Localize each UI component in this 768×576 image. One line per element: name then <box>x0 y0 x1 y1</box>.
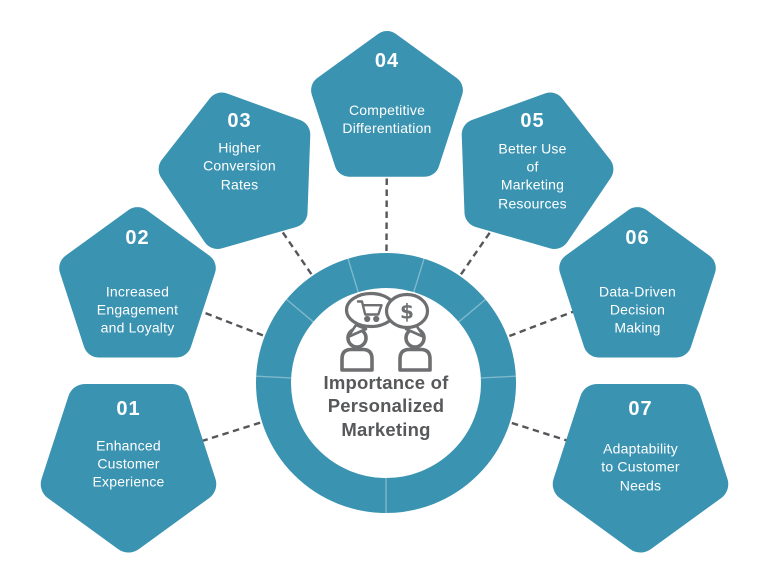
shopping-cart-icon <box>356 300 383 323</box>
center-ring <box>256 253 516 513</box>
node-number: 04 <box>374 49 400 72</box>
node-number: 05 <box>520 109 545 132</box>
pentagon-shape <box>461 92 614 249</box>
node-number: 01 <box>116 397 141 420</box>
pentagon-shape <box>552 383 729 553</box>
node-label: Competitive Differentiation <box>342 102 432 137</box>
node-number: 07 <box>628 397 653 420</box>
center-inner-disc <box>291 288 481 478</box>
node-label: Higher Conversion Rates <box>203 139 276 193</box>
node-07-adaptability-to-customer-needs: 07 Adaptability to Customer Needs <box>548 371 733 556</box>
node-label: Better Use of Marketing Resources <box>498 140 567 212</box>
pentagon-shape <box>311 31 463 177</box>
node-03-higher-conversion-rates: 03 Higher Conversion Rates <box>157 87 322 252</box>
person-right-icon <box>398 327 432 372</box>
node-06-data-driven-decision-making: 06 Data-Driven Decision Making <box>555 204 720 369</box>
node-number: 06 <box>625 226 650 249</box>
speech-bubble-dollar-icon: $ <box>384 292 430 339</box>
node-label: Data-Driven Decision Making <box>599 283 676 336</box>
node-02-increased-engagement-and-loyalty: 02 Increased Engagement and Loyalty <box>55 204 220 369</box>
node-01-enhanced-customer-experience: 01 Enhanced Customer Experience <box>36 371 221 556</box>
person-left-icon <box>340 327 374 372</box>
dollar-sign-glyph: $ <box>400 300 414 324</box>
node-label: Adaptability to Customer Needs <box>601 440 680 494</box>
pentagon-shape <box>40 383 217 553</box>
pentagon-shape <box>158 92 311 249</box>
node-label: Enhanced Customer Experience <box>92 437 165 490</box>
pentagon-shape <box>59 207 216 358</box>
pentagon-shape <box>559 207 716 358</box>
node-label: Increased Engagement and Loyalty <box>96 283 179 336</box>
node-number: 02 <box>125 226 150 249</box>
node-05-better-use-of-marketing-resources: 05 Better Use of Marketing Resources <box>450 87 615 252</box>
diagram-title: Importance of Personalized Marketing <box>323 372 449 440</box>
two-customers-conversation-icon: $ <box>340 291 432 372</box>
node-04-competitive-differentiation: 04 Competitive Differentiation <box>307 28 467 188</box>
node-number: 03 <box>227 109 252 132</box>
ring-segment-dividers <box>254 256 518 515</box>
